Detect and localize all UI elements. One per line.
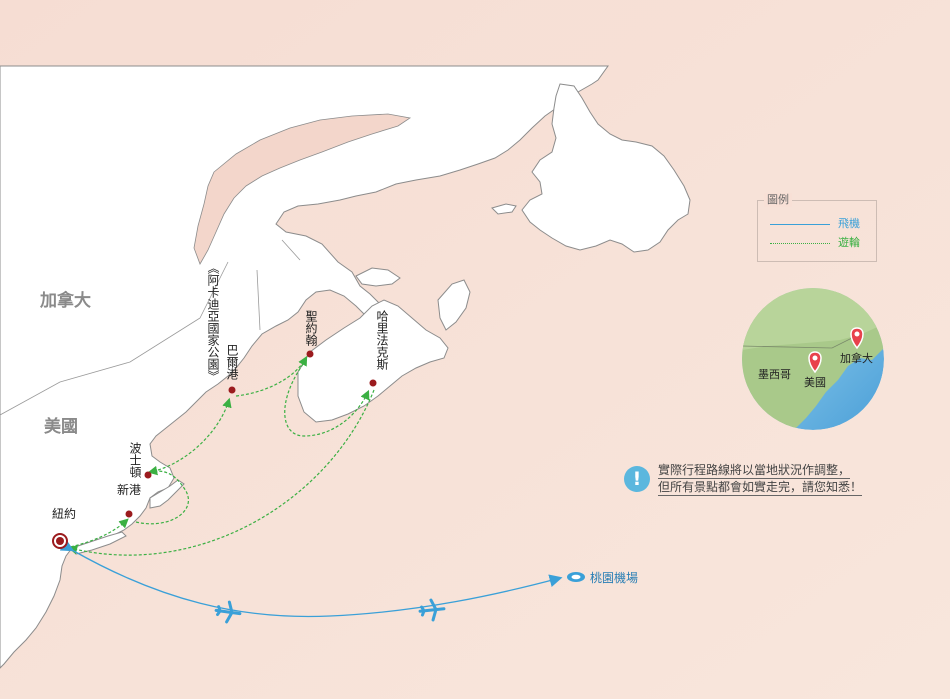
city-label-new-york: 紐約	[52, 506, 76, 521]
airplane-icon	[418, 598, 446, 622]
region-label-usa: 美國	[44, 416, 78, 437]
city-label-acadia: 《阿卡迪亞國家公園》	[206, 262, 220, 382]
region-label-canada: 加拿大	[39, 290, 91, 311]
flight-route	[59, 539, 563, 618]
newfoundland	[521, 83, 691, 253]
legend-title: 圖例	[764, 193, 792, 207]
legend-item-flight: 飛機	[770, 217, 870, 231]
border-lines	[0, 239, 301, 416]
cruise-route-stjohn-halifax	[284, 359, 370, 437]
cape-cod	[149, 479, 185, 509]
city-dot-bar-harbor	[228, 386, 236, 394]
legend-cruise-line	[770, 243, 830, 244]
cruise-route-newport-boston	[135, 465, 190, 525]
cruise-route-halifax-ny	[67, 389, 375, 556]
city-label-newport: 新港	[117, 482, 141, 497]
airport-marker-inner	[571, 574, 581, 580]
legend: 圖例 飛機 遊輪	[757, 193, 877, 262]
globe-pin-usa	[808, 351, 822, 374]
globe-pin-canada	[850, 327, 864, 350]
globe-inset: 加拿大 美國 墨西哥	[742, 288, 884, 430]
legend-flight-line	[770, 224, 830, 225]
nova-scotia	[297, 299, 449, 423]
airplane-icon	[214, 600, 242, 624]
cruise-route-barharbor-stjohn	[235, 355, 308, 397]
city-label-saint-john: 聖約翰	[304, 310, 318, 347]
cruise-route-boston-barharbor	[157, 397, 232, 471]
city-label-halifax: 哈里法克斯	[375, 310, 389, 371]
airport-label: 桃園機場	[590, 570, 638, 585]
city-label-bar-harbor: 巴爾港	[225, 344, 239, 380]
mainland	[0, 65, 609, 669]
city-dot-saint-john	[306, 350, 314, 358]
cape-breton	[437, 279, 471, 331]
canada-region	[193, 113, 412, 265]
city-dot-halifax	[369, 379, 377, 387]
notice: ! 實際行程路線將以當地狀況作調整， 但所有景點都會如實走完，請您知悉！	[624, 463, 894, 499]
prince-edward-island	[355, 267, 401, 287]
notice-line-1: 實際行程路線將以當地狀況作調整，	[658, 463, 851, 479]
globe-map: 加拿大 美國 墨西哥	[742, 288, 884, 430]
legend-cruise-label: 遊輪	[838, 236, 860, 249]
city-dot-boston	[144, 471, 152, 479]
city-dot-newport	[125, 510, 133, 518]
exclamation-icon: !	[624, 466, 650, 492]
globe-border	[742, 337, 853, 349]
legend-item-cruise: 遊輪	[770, 236, 870, 250]
globe-land-north	[742, 288, 884, 350]
globe-label-mexico: 墨西哥	[758, 368, 791, 381]
anticosti-island	[491, 203, 517, 215]
city-dot-new-york-inner	[56, 537, 64, 545]
city-label-boston: 波士頓	[128, 442, 142, 478]
globe-label-usa: 美國	[804, 376, 826, 389]
globe-label-canada: 加拿大	[840, 351, 873, 365]
legend-flight-label: 飛機	[838, 217, 860, 230]
notice-line-2: 但所有景點都會如實走完，請您知悉！	[658, 480, 863, 496]
